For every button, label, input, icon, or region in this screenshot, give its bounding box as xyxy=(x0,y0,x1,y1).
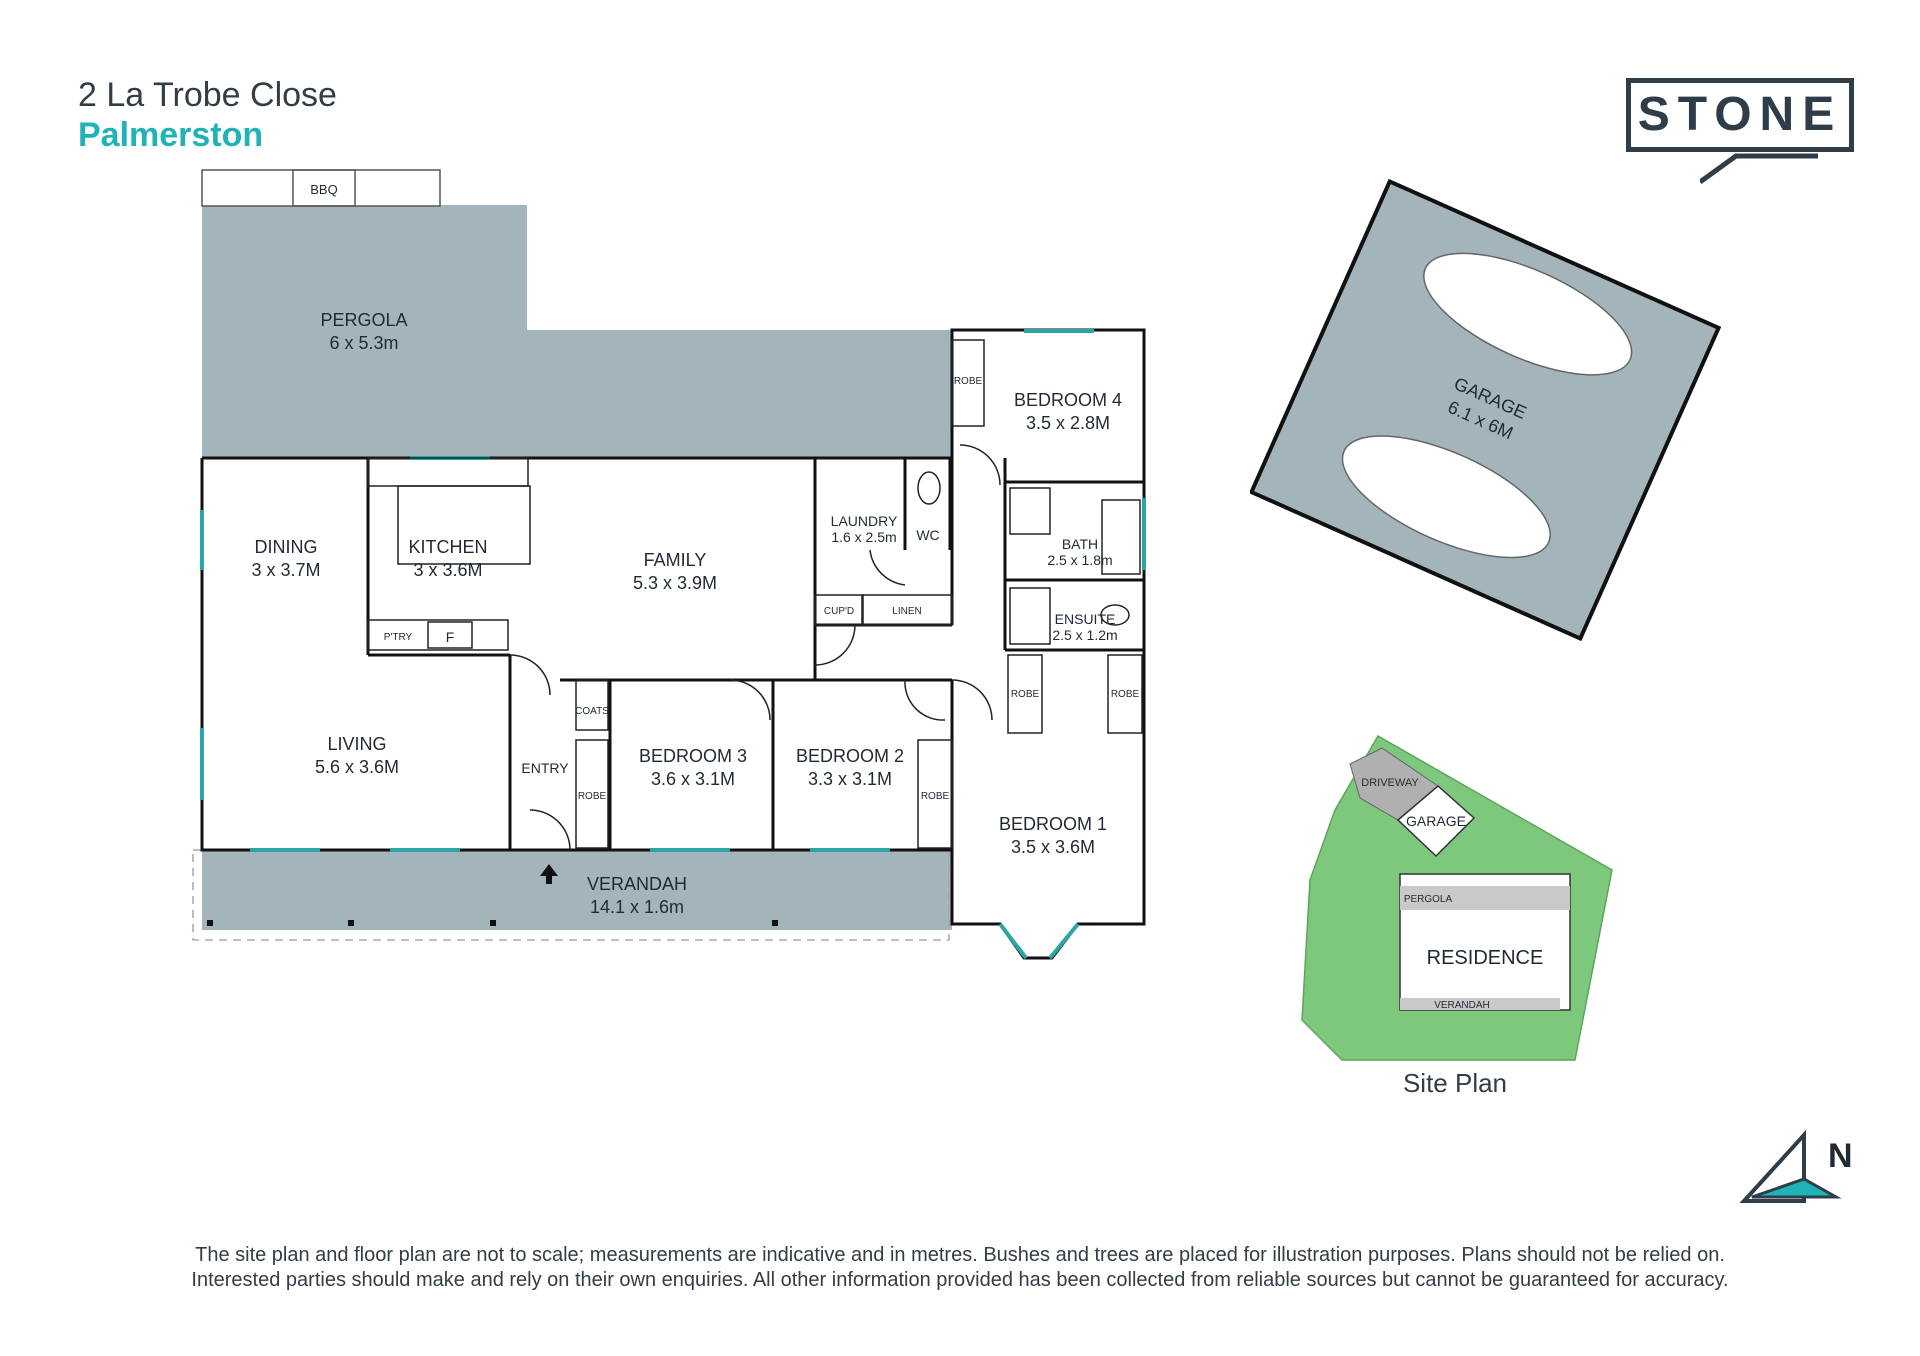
bedroom1-label: BEDROOM 1 xyxy=(999,814,1107,834)
robe-bedroom3-label: ROBE xyxy=(578,791,607,802)
entry-label: ENTRY xyxy=(521,760,569,776)
bath-size: 2.5 x 1.8m xyxy=(1047,552,1112,568)
robe-bedroom4-label: ROBE xyxy=(954,376,983,387)
bedroom2-label: BEDROOM 2 xyxy=(796,746,904,766)
fridge-label: F xyxy=(446,629,455,645)
living-label: LIVING xyxy=(327,734,386,754)
dining-label: DINING xyxy=(255,537,318,557)
laundry-size: 1.6 x 2.5m xyxy=(831,529,896,545)
logo-tail-icon xyxy=(1700,153,1818,185)
robe-bedroom2-label: ROBE xyxy=(921,791,950,802)
family-label: FAMILY xyxy=(644,550,707,570)
site-garage-label: GARAGE xyxy=(1406,813,1466,829)
site-verandah-label: VERANDAH xyxy=(1434,1000,1490,1011)
site-plan-caption: Site Plan xyxy=(1402,1068,1508,1098)
bedroom3-size: 3.6 x 3.1M xyxy=(651,769,735,789)
site-garage xyxy=(1396,785,1476,858)
linen-label: LINEN xyxy=(892,606,921,617)
stone-logo: STONE xyxy=(1626,78,1854,152)
disclaimer-line-2: Interested parties should make and rely … xyxy=(191,1269,1729,1291)
site-residence-label: RESIDENCE xyxy=(1427,947,1544,969)
bedroom4-size: 3.5 x 2.8M xyxy=(1026,413,1110,433)
site-plan: DRIVEWAY GARAGE PERGOLA RESIDENCE VERAND… xyxy=(1301,734,1613,1061)
verandah-size: 14.1 x 1.6m xyxy=(590,897,684,917)
pergola-area xyxy=(202,205,952,458)
pergola-label: PERGOLA xyxy=(320,310,407,330)
verandah-label: VERANDAH xyxy=(587,874,687,894)
verandah-area xyxy=(202,850,952,930)
bedroom2-size: 3.3 x 3.1M xyxy=(808,769,892,789)
ensuite-size: 2.5 x 1.2m xyxy=(1052,627,1117,643)
garage-plan: GARAGE 6.1 x 6M xyxy=(1250,178,1722,642)
wc-label: WC xyxy=(916,527,939,543)
kitchen-label: KITCHEN xyxy=(408,537,487,557)
bbq-label: BBQ xyxy=(310,182,337,197)
bedroom4-label: BEDROOM 4 xyxy=(1014,390,1122,410)
family-size: 5.3 x 3.9M xyxy=(633,573,717,593)
north-label: N xyxy=(1828,1137,1853,1175)
north-arrow-icon: N xyxy=(1740,1129,1853,1203)
kitchen-size: 3 x 3.6M xyxy=(413,560,482,580)
laundry-label: LAUNDRY xyxy=(831,513,898,529)
site-driveway-label: DRIVEWAY xyxy=(1361,777,1419,789)
pantry-label: P'TRY xyxy=(384,632,413,643)
property-suburb: Palmerston xyxy=(78,116,264,154)
coats-label: COATS xyxy=(575,706,609,717)
robe-bedroom1-left-label: ROBE xyxy=(1011,689,1040,700)
robe-bedroom1-right-label: ROBE xyxy=(1111,689,1140,700)
entry-arrow-icon xyxy=(540,864,558,884)
site-pergola-label: PERGOLA xyxy=(1404,894,1453,905)
ensuite-label: ENSUITE xyxy=(1055,611,1116,627)
property-address: 2 La Trobe Close xyxy=(78,76,337,114)
bath-label: BATH xyxy=(1062,536,1098,552)
bedroom3-label: BEDROOM 3 xyxy=(639,746,747,766)
pergola-size: 6 x 5.3m xyxy=(329,333,398,353)
living-size: 5.6 x 3.6M xyxy=(315,757,399,777)
dining-size: 3 x 3.7M xyxy=(251,560,320,580)
disclaimer-line-1: The site plan and floor plan are not to … xyxy=(195,1244,1725,1266)
cupd-label: CUP'D xyxy=(824,606,854,617)
bedroom1-size: 3.5 x 3.6M xyxy=(1011,837,1095,857)
